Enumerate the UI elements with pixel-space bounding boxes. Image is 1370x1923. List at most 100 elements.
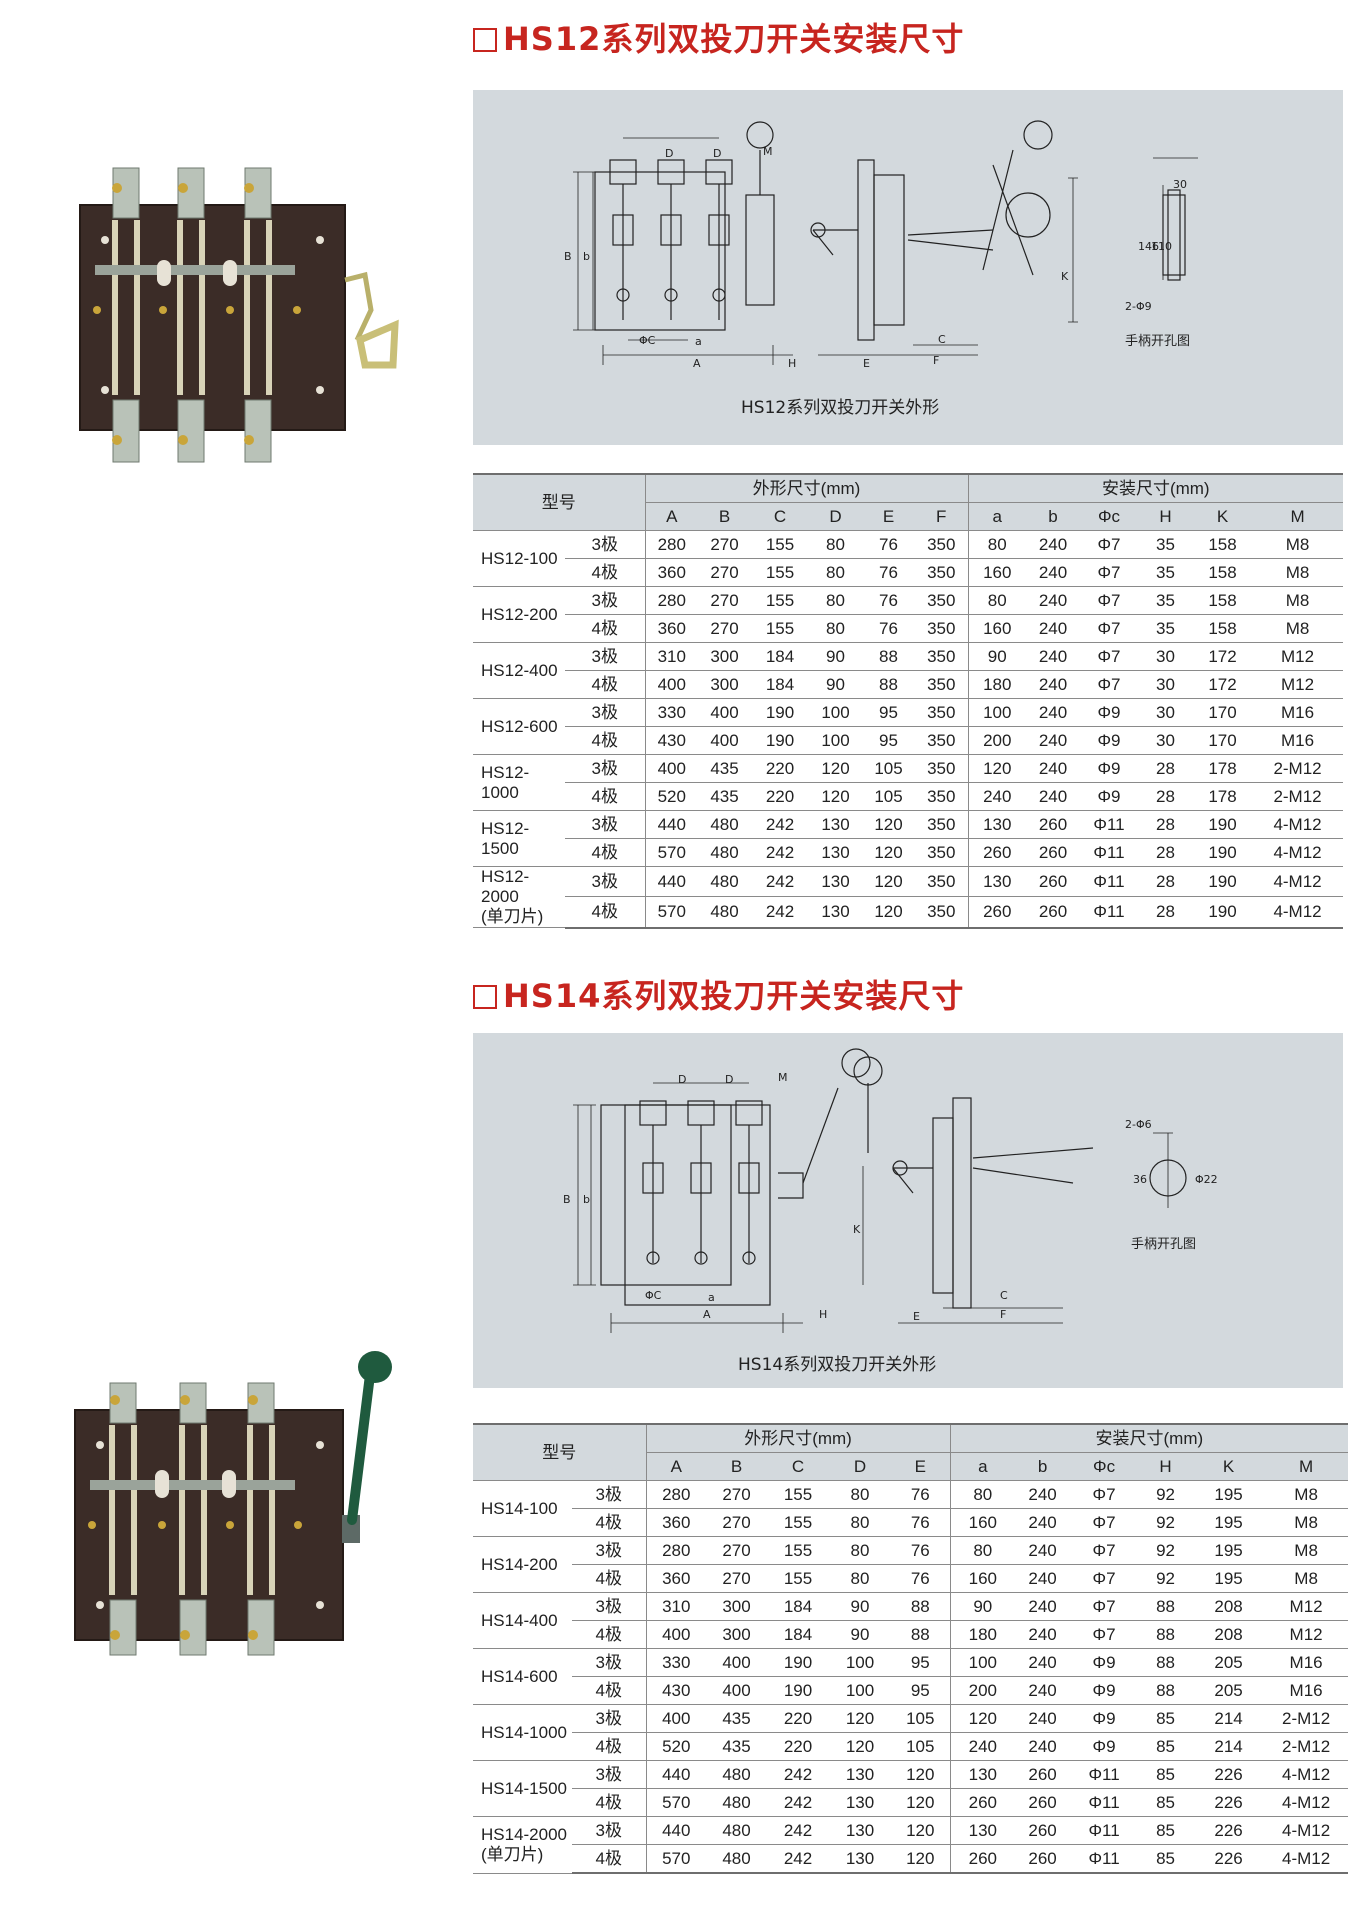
value-cell: Φ9 xyxy=(1080,782,1138,811)
poles-cell: 4极 xyxy=(572,1508,646,1537)
value-cell: 280 xyxy=(645,1536,706,1565)
title-square-icon xyxy=(473,28,497,52)
column-header: D xyxy=(809,502,862,531)
install-dim-header: 安装尺寸(mm) xyxy=(967,473,1344,503)
value-cell: 350 xyxy=(915,726,968,755)
value-cell: 280 xyxy=(644,530,698,559)
value-cell: Φ7 xyxy=(1080,642,1138,671)
value-cell: 4-M12 xyxy=(1252,896,1344,929)
poles-cell: 3极 xyxy=(565,530,645,559)
value-cell: 184 xyxy=(767,1620,829,1649)
value-cell: 480 xyxy=(706,1816,767,1845)
value-cell: 80 xyxy=(829,1508,891,1537)
value-cell: 85 xyxy=(1138,1788,1194,1817)
value-cell: Φ9 xyxy=(1080,726,1138,755)
value-cell: Φ11 xyxy=(1070,1788,1139,1817)
column-header: F xyxy=(915,502,968,531)
value-cell: 85 xyxy=(1138,1732,1194,1761)
poles-cell: 4极 xyxy=(565,670,645,699)
column-header: H xyxy=(1138,502,1193,531)
value-cell: Φ11 xyxy=(1070,1816,1139,1845)
value-cell: 570 xyxy=(645,1844,706,1874)
value-cell: 120 xyxy=(829,1732,891,1761)
value-cell: 120 xyxy=(891,1816,951,1845)
value-cell: 120 xyxy=(891,1788,951,1817)
value-cell: 260 xyxy=(949,1788,1016,1817)
value-cell: 440 xyxy=(644,866,698,898)
value-cell: 400 xyxy=(706,1648,767,1677)
value-cell: 155 xyxy=(751,530,809,559)
value-cell: 226 xyxy=(1193,1788,1265,1817)
value-cell: 480 xyxy=(706,1788,767,1817)
value-cell: 260 xyxy=(1015,1816,1071,1845)
value-cell: 240 xyxy=(1026,530,1080,559)
value-cell: 100 xyxy=(809,698,862,727)
value-cell: 400 xyxy=(645,1704,706,1733)
value-cell: 184 xyxy=(751,642,809,671)
value-cell: 240 xyxy=(1015,1508,1071,1537)
value-cell: 260 xyxy=(949,1844,1016,1874)
poles-cell: 4极 xyxy=(565,896,645,929)
value-cell: 440 xyxy=(645,1816,706,1845)
value-cell: 158 xyxy=(1193,586,1252,615)
value-cell: Φ9 xyxy=(1070,1648,1139,1677)
value-cell: 178 xyxy=(1193,754,1252,783)
value-cell: 360 xyxy=(645,1508,706,1537)
poles-cell: 3极 xyxy=(572,1704,646,1733)
value-cell: 310 xyxy=(644,642,698,671)
value-cell: 240 xyxy=(949,1732,1016,1761)
value-cell: Φ7 xyxy=(1070,1620,1139,1649)
value-cell: M8 xyxy=(1264,1536,1349,1565)
value-cell: 240 xyxy=(1015,1592,1071,1621)
model-cell: HS12-2000(单刀片) xyxy=(473,866,565,928)
value-cell: Φ7 xyxy=(1080,530,1138,559)
value-cell: 350 xyxy=(915,754,968,783)
poles-cell: 3极 xyxy=(565,754,645,783)
value-cell: 570 xyxy=(644,838,698,867)
hs12-drawing xyxy=(573,120,1198,365)
value-cell: 28 xyxy=(1138,838,1193,867)
value-cell: M16 xyxy=(1264,1648,1349,1677)
value-cell: 350 xyxy=(915,530,968,559)
value-cell: 76 xyxy=(862,614,915,643)
value-cell: 270 xyxy=(706,1480,767,1509)
value-cell: 330 xyxy=(645,1648,706,1677)
value-cell: 88 xyxy=(1138,1592,1194,1621)
value-cell: 28 xyxy=(1138,866,1193,898)
model-cell: HS12-100 xyxy=(473,530,565,587)
value-cell: Φ9 xyxy=(1080,698,1138,727)
value-cell: 350 xyxy=(915,838,968,867)
value-cell: Φ7 xyxy=(1070,1592,1139,1621)
value-cell: 480 xyxy=(706,1844,767,1874)
value-cell: 88 xyxy=(862,642,915,671)
value-cell: 88 xyxy=(862,670,915,699)
value-cell: 240 xyxy=(1026,726,1080,755)
poles-cell: 4极 xyxy=(572,1788,646,1817)
poles-cell: 3极 xyxy=(572,1816,646,1845)
value-cell: 205 xyxy=(1193,1648,1265,1677)
value-cell: 80 xyxy=(829,1536,891,1565)
hs12-section-title: HS12系列双投刀开关安装尺寸 xyxy=(473,18,964,60)
value-cell: 105 xyxy=(891,1704,951,1733)
value-cell: 520 xyxy=(645,1732,706,1761)
value-cell: 260 xyxy=(1026,838,1080,867)
value-cell: 400 xyxy=(644,754,698,783)
value-cell: 208 xyxy=(1193,1620,1265,1649)
value-cell: 400 xyxy=(698,698,751,727)
value-cell: 85 xyxy=(1138,1816,1194,1845)
value-cell: 184 xyxy=(767,1592,829,1621)
value-cell: 80 xyxy=(809,586,862,615)
value-cell: 80 xyxy=(949,1536,1016,1565)
value-cell: 92 xyxy=(1138,1480,1194,1509)
hs14-outline-diagram: D D M B b ΦC a A H E C F K 2-Φ6 36 Φ22 手… xyxy=(473,1033,1343,1388)
value-cell: Φ7 xyxy=(1070,1536,1139,1565)
value-cell: 170 xyxy=(1193,698,1252,727)
value-cell: 130 xyxy=(829,1788,891,1817)
